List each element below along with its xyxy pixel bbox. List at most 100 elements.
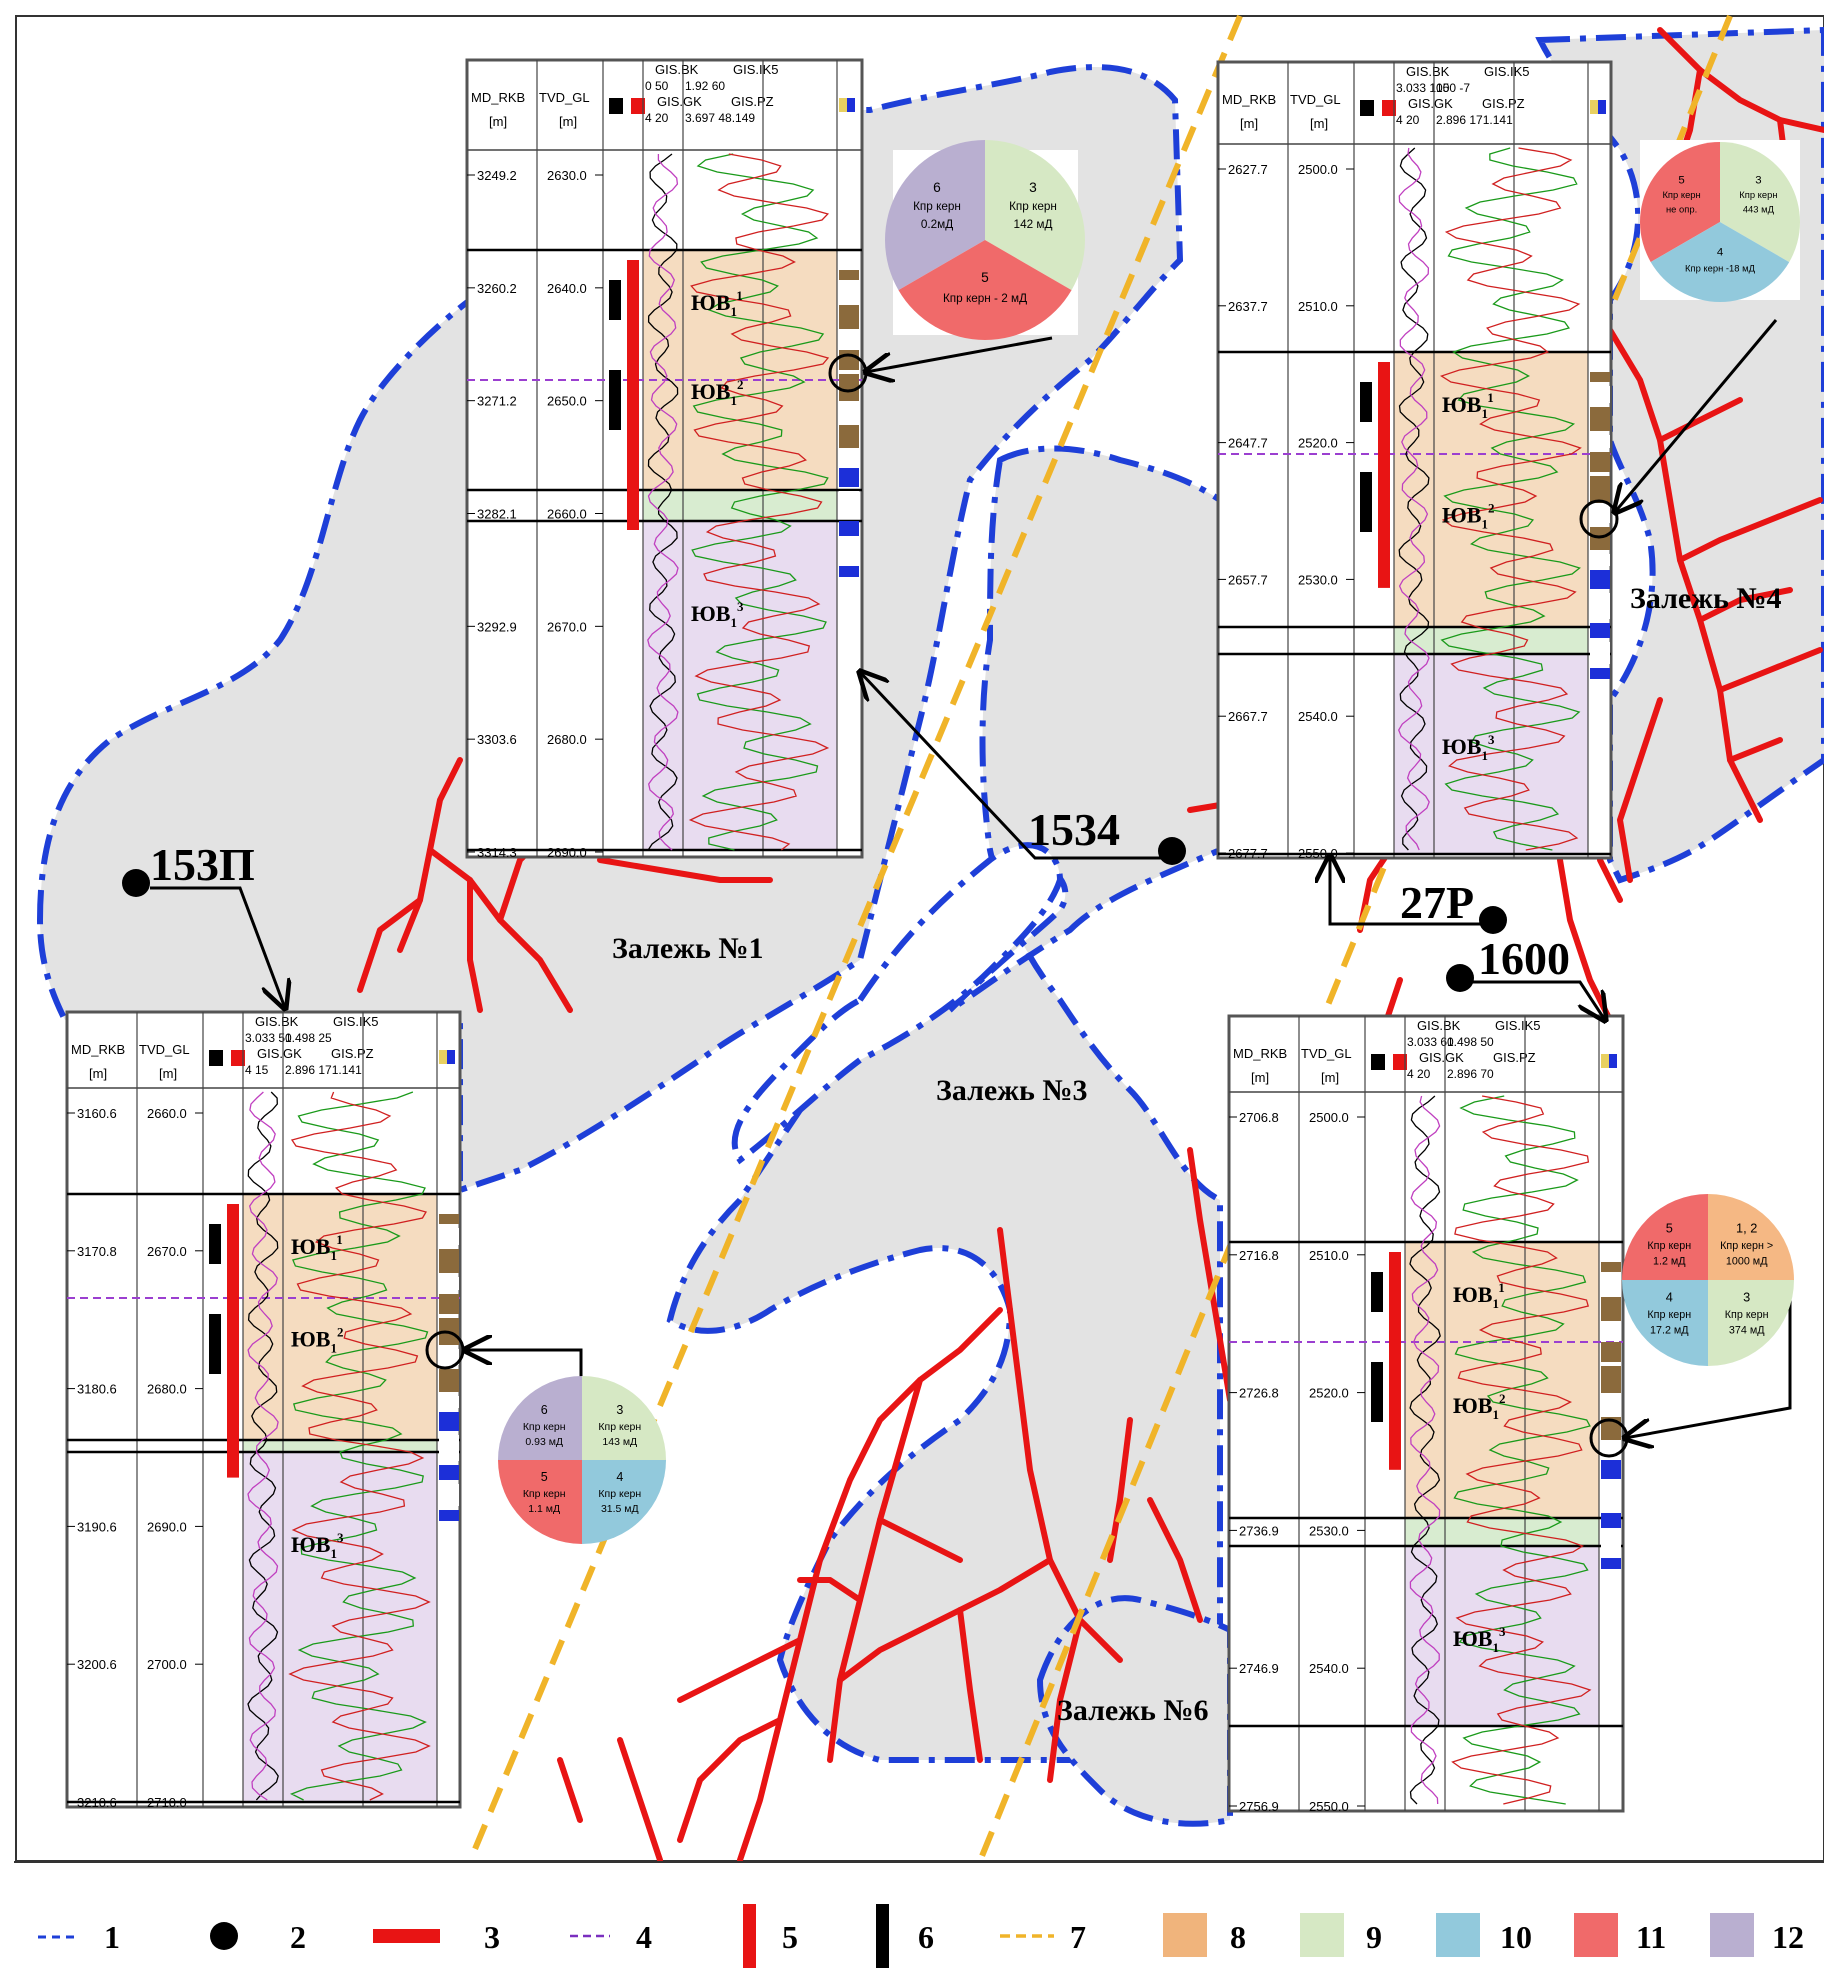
slice-value: 142 мД (1014, 218, 1053, 231)
legend-item-2: 2 (210, 1919, 306, 1955)
slice-label: Кпр керн (1647, 1309, 1691, 1321)
md-unit: [m] (1240, 116, 1258, 131)
well-1534-marker (1158, 837, 1186, 865)
tvd-tick-label: 2690.0 (547, 845, 587, 860)
legend-item-10: 10 (1436, 1913, 1532, 1957)
zone-label: ЮВ13 (691, 599, 744, 630)
zone-label: ЮВ11 (691, 288, 743, 319)
md-tick-label: 2637.7 (1228, 299, 1268, 314)
zone-fill (1394, 352, 1588, 627)
bk-range: 3.033 60 (1407, 1035, 1454, 1049)
gk-range: 4 15 (245, 1063, 269, 1077)
tvd-tick-label: 2690.0 (147, 1519, 187, 1534)
svg-text:2: 2 (290, 1919, 306, 1955)
gk-header: GIS.GK (257, 1046, 302, 1061)
channel-gap (731, 842, 1064, 1165)
slice-label: Кпр керн (1009, 200, 1057, 213)
md-tick-label: 3200.6 (77, 1657, 117, 1672)
ik5-range: 1.498 25 (285, 1031, 332, 1045)
pie-slice (898, 240, 1072, 341)
tvd-unit: [m] (159, 1066, 177, 1081)
pz-range: 3.697 48.149 (685, 111, 755, 125)
slice-label: Кпр керн - 2 мД (943, 292, 1027, 305)
slice-value: 443 мД (1743, 203, 1775, 214)
bk-header: GIS.BK (655, 62, 699, 77)
svg-text:4: 4 (636, 1919, 652, 1955)
slice-number: 3 (1755, 175, 1761, 187)
ik5-header: GIS.IK5 (1484, 64, 1530, 79)
legend-item-1: 1 (38, 1919, 120, 1955)
md-tick-label: 2706.8 (1239, 1110, 1279, 1125)
md-unit: [m] (489, 114, 507, 129)
well-1600-marker (1446, 964, 1474, 992)
wells: 153П 1534 27Р 1600 (122, 804, 1570, 992)
pie-slice (1720, 142, 1801, 263)
slice-value: не опр. (1666, 203, 1697, 214)
tvd-unit: [m] (1310, 116, 1328, 131)
slice-number: 4 (616, 1470, 623, 1484)
zone-fill (243, 1440, 437, 1452)
tvd-tick-label: 2660.0 (147, 1106, 187, 1121)
zone-label: ЮВ13 (1453, 1624, 1506, 1655)
pie-slice (582, 1376, 666, 1460)
md-tick-label: 3314.3 (477, 845, 517, 860)
zone-label: ЮВ13 (291, 1530, 344, 1561)
deposit-3-area (666, 445, 1223, 1763)
svg-text:7: 7 (1070, 1919, 1086, 1955)
tvd-tick-label: 2630.0 (547, 168, 587, 183)
pie-slice (1622, 1194, 1708, 1280)
md-tick-label: 3271.2 (477, 394, 517, 409)
pie-slice (1708, 1194, 1794, 1280)
md-tick-label: 2667.7 (1228, 709, 1268, 724)
slice-label: Кпр керн (598, 1421, 641, 1433)
legend-item-5: 5 (743, 1904, 798, 1968)
tvd-tick-label: 2510.0 (1309, 1248, 1349, 1263)
tvd-header: TVD_GL (1290, 92, 1341, 107)
svg-text:8: 8 (1230, 1919, 1246, 1955)
slice-label: Кпр керн (523, 1421, 566, 1433)
pointer-lines (150, 319, 1792, 1438)
zone-fill (243, 1452, 437, 1802)
tvd-tick-label: 2670.0 (147, 1244, 187, 1259)
bk-range: 0 50 (645, 79, 669, 93)
pz-range: 2.896 171.141 (285, 1063, 362, 1077)
pz-range: 2.896 171.141 (1436, 113, 1513, 127)
legend: 1 2 3 4 5 6 7 8 (14, 1861, 1824, 1968)
pie-slice (498, 1460, 582, 1544)
md-unit: [m] (89, 1066, 107, 1081)
md-tick-label: 3160.6 (77, 1106, 117, 1121)
pie-slice (1622, 1280, 1708, 1366)
md-tick-label: 3282.1 (477, 507, 517, 522)
tvd-tick-label: 2680.0 (547, 732, 587, 747)
slice-number: 1, 2 (1736, 1221, 1757, 1236)
md-header: MD_RKB (1233, 1046, 1287, 1061)
ik5-range: 150 -7 (1436, 81, 1470, 95)
md-tick-label: 3303.6 (477, 732, 517, 747)
svg-text:6: 6 (918, 1919, 934, 1955)
md-tick-label: 2627.7 (1228, 162, 1268, 177)
sample-marker (1579, 499, 1619, 539)
slice-number: 5 (1666, 1221, 1673, 1236)
md-tick-label: 3170.8 (77, 1244, 117, 1259)
ik5-header: GIS.IK5 (733, 62, 779, 77)
slice-number: 3 (1743, 1290, 1750, 1305)
gk-range: 4 20 (645, 111, 669, 125)
tvd-tick-label: 2500.0 (1298, 162, 1338, 177)
gk-range: 4 20 (1407, 1067, 1431, 1081)
tvd-header: TVD_GL (139, 1042, 190, 1057)
tvd-tick-label: 2660.0 (547, 507, 587, 522)
deposit-3-label: Залежь №3 (936, 1074, 1088, 1107)
legend-item-9: 9 (1300, 1913, 1382, 1957)
slice-label: Кпр керн -18 мД (1685, 263, 1756, 274)
slice-label: Кпр керн (913, 200, 961, 213)
md-header: MD_RKB (471, 90, 525, 105)
pz-header: GIS.PZ (1493, 1050, 1536, 1065)
bk-header: GIS.BK (255, 1014, 299, 1029)
zone-label: ЮВ11 (1453, 1280, 1505, 1311)
slice-label: Кпр керн (598, 1488, 641, 1500)
slice-label: Кпр керн (523, 1488, 566, 1500)
